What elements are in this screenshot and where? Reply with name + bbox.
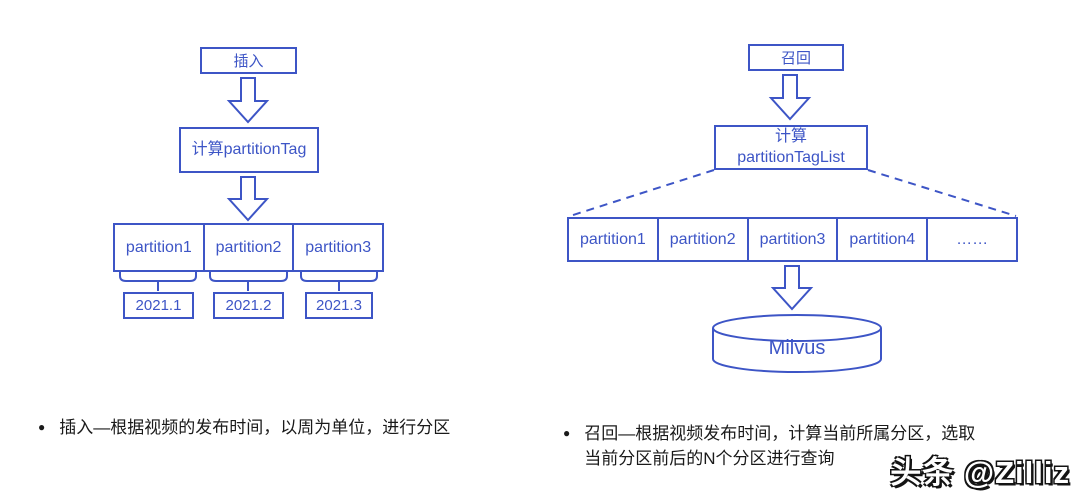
partition-label: partition2	[215, 238, 282, 256]
compute-line1: 计算	[774, 127, 807, 145]
partition-cell: partition1	[115, 225, 205, 270]
recall-step-box: 召回	[748, 44, 844, 71]
compute-partition-taglist-box: 计算 partitionTagList	[714, 125, 868, 170]
partition-label: partition2	[669, 230, 736, 248]
milvus-database-label: Milvus	[768, 337, 826, 359]
down-arrow-icon	[226, 77, 270, 124]
bracket-connector	[209, 272, 288, 291]
partition-label: partition3	[759, 230, 826, 248]
bracket-connector	[300, 272, 378, 291]
year-box: 2021.2	[213, 292, 284, 319]
insert-step-box: 插入	[200, 47, 297, 74]
bullet-icon: ●	[563, 426, 571, 440]
year-label: 2021.3	[316, 297, 362, 314]
down-arrow-icon	[770, 265, 814, 311]
toutiao-zilliz-watermark: 头条 @Zilliz	[890, 455, 1070, 490]
recall-note-line1: 召回—根据视频发布时间，计算当前所属分区，选取	[584, 424, 976, 443]
recall-note-line2: 当前分区前后的N个分区进行查询	[584, 449, 835, 468]
partition-cell-ellipsis: ……	[928, 219, 1016, 260]
partition-cell: partition2	[205, 225, 295, 270]
compute-partition-tag-box: 计算partitionTag	[179, 127, 319, 173]
year-box: 2021.3	[305, 292, 373, 319]
partition-cell: partition3	[749, 219, 839, 260]
down-arrow-icon	[226, 176, 270, 222]
partition-label: partition1	[125, 238, 192, 256]
right-partition-row: partition1 partition2 partition3 partiti…	[567, 217, 1018, 262]
down-arrow-icon	[768, 74, 812, 121]
left-partition-row: partition1 partition2 partition3	[113, 223, 384, 272]
partition-cell: partition1	[569, 219, 659, 260]
dashed-connector-left	[569, 169, 715, 217]
bracket-connector	[119, 272, 197, 291]
year-box: 2021.1	[123, 292, 194, 319]
recall-note: ● 召回—根据视频发布时间，计算当前所属分区，选取 当前分区前后的N个分区进行查…	[563, 421, 1043, 471]
bullet-icon: ●	[38, 420, 46, 434]
recall-note-text: 召回—根据视频发布时间，计算当前所属分区，选取 当前分区前后的N个分区进行查询	[584, 421, 975, 471]
dashed-connector-right	[867, 169, 1017, 217]
recall-step-label: 召回	[780, 50, 811, 67]
ellipsis-label: ……	[956, 230, 989, 248]
partition-label: partition3	[305, 238, 372, 256]
insert-step-label: 插入	[233, 53, 264, 70]
year-label: 2021.2	[225, 297, 272, 314]
year-label: 2021.1	[135, 297, 182, 314]
partition-label: partition4	[849, 230, 916, 248]
insert-note: ● 插入—根据视频的发布时间，以周为单位，进行分区	[38, 415, 508, 440]
partition-cell: partition2	[659, 219, 749, 260]
partition-cell: partition3	[294, 225, 382, 270]
partition-cell: partition4	[838, 219, 929, 260]
insert-note-text: 插入—根据视频的发布时间，以周为单位，进行分区	[59, 418, 451, 437]
partition-label: partition1	[579, 230, 646, 248]
compute-partition-taglist-label: 计算 partitionTagList	[737, 127, 845, 169]
compute-line2: partitionTagList	[737, 148, 845, 166]
compute-partition-tag-label: 计算partitionTag	[191, 140, 307, 158]
